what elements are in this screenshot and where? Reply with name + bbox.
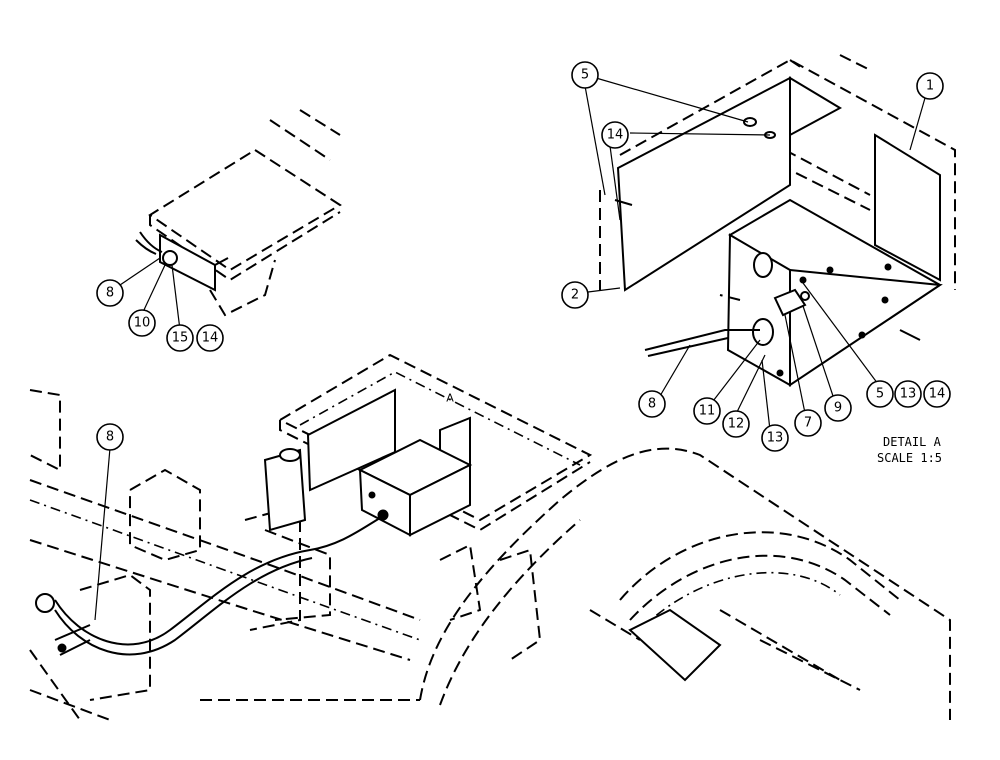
callout-detail-13-bottom: 13: [767, 431, 784, 446]
callout-detail-13-right: 13: [900, 387, 917, 402]
callout-detail-14-top: 14: [607, 128, 624, 143]
main-view-assembly: [29, 353, 951, 721]
callout-detail-5-top: 5: [581, 68, 589, 83]
detail-title: DETAIL A: [883, 435, 942, 449]
callout-detail-1: 1: [926, 79, 934, 94]
detail-a-callouts: 5 14 1 2 8 11 12 13 7 9 5 13 14: [561, 61, 951, 452]
callout-main-8: 8: [106, 430, 114, 445]
callout-small-10: 10: [134, 316, 151, 331]
small-view-assembly: [135, 109, 342, 317]
callout-detail-7: 7: [804, 416, 812, 431]
callout-detail-11: 11: [699, 404, 716, 419]
fender-plate: [628, 608, 722, 682]
detail-scale: SCALE 1:5: [877, 451, 942, 465]
box-front-face: [789, 268, 943, 387]
callout-detail-12: 12: [728, 417, 745, 432]
callout-detail-14-right: 14: [929, 387, 946, 402]
main-view-callouts: 8 A: [94, 392, 454, 621]
callout-detail-8: 8: [648, 397, 656, 412]
left-panel: [616, 76, 791, 292]
callout-small-8: 8: [106, 286, 114, 301]
post: [263, 448, 307, 532]
main-box-front: [409, 463, 471, 537]
small-view-callouts: 8 10 15 14: [96, 257, 224, 352]
callout-detail-5-bottom: 5: [876, 387, 884, 402]
fitting-icon: [162, 250, 178, 266]
callout-detail-9: 9: [834, 401, 842, 416]
detail-label: DETAIL A SCALE 1:5: [877, 435, 942, 465]
right-panel: [874, 133, 941, 282]
callout-detail-2: 2: [571, 288, 579, 303]
callout-small-15: 15: [172, 331, 189, 346]
callout-small-14: 14: [202, 331, 219, 346]
view-marker-a: A: [446, 392, 454, 405]
detail-a-assembly: [599, 54, 956, 387]
